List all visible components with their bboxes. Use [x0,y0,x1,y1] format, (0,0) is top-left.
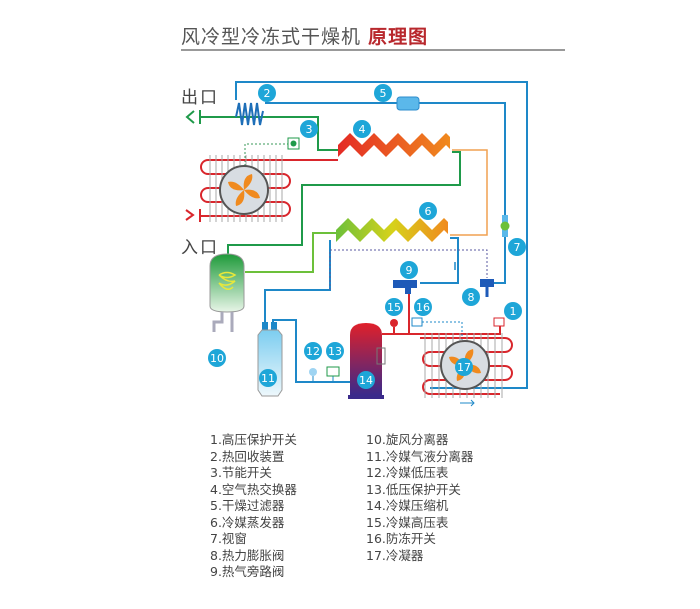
svg-text:15: 15 [387,301,401,314]
svg-text:6: 6 [425,205,432,218]
badge-13: 13 [326,342,344,360]
outlet-arrow-icon [185,110,201,124]
legend-item: 13.低压保护开关 [366,481,461,497]
badge-11: 11 [259,369,277,387]
high-pressure-gauge [390,319,398,327]
svg-text:7: 7 [514,241,521,254]
legend-item: 4.空气热交换器 [210,481,297,497]
legend-item: 16.防冻开关 [366,531,436,546]
svg-text:16: 16 [416,301,430,314]
svg-text:11: 11 [261,372,275,385]
low-pressure-switch [326,366,340,377]
badge-14: 14 [357,371,375,389]
legend-item: 15.冷媒高压表 [366,514,449,530]
page-title: 风冷型冷冻式干燥机 原理图 [181,22,428,49]
component-badges: 1 2 3 4 5 6 7 8 9 10 11 12 13 14 15 16 1… [208,84,526,389]
hot-gas-bypass-valve [393,280,417,294]
badge-5: 5 [374,84,392,102]
antifreeze-switch [411,317,423,327]
legend-left: 1.高压保护开关 2.热回收装置 3.节能开关 4.空气热交换器 5.干燥过滤器… [210,432,297,581]
svg-text:9: 9 [406,264,413,277]
legend-right: 10.旋风分离器 11.冷媒气液分离器 12.冷媒低压表 13.低压保护开关 1… [366,432,473,564]
badge-7: 7 [508,238,526,256]
fan-icon [219,165,269,215]
inlet-arrow-icon [185,209,201,222]
badge-16: 16 [414,298,432,316]
badge-3: 3 [300,120,318,138]
badge-10: 10 [208,349,226,367]
badge-12: 12 [304,342,322,360]
title-main: 风冷型冷冻式干燥机 [181,26,362,48]
orange-line [450,149,488,236]
refrigerant-evaporator [336,218,448,242]
legend-item: 5.干燥过滤器 [210,498,285,513]
badge-1: 1 [504,302,522,320]
badge-8: 8 [462,288,480,306]
badge-4: 4 [353,120,371,138]
cyclone-separator [209,253,245,332]
legend-item: 1.高压保护开关 [210,432,297,447]
title-underline [181,49,565,51]
legend-item: 9.热气旁路阀 [210,564,285,579]
legend-item: 14.冷媒压缩机 [366,498,449,513]
svg-text:17: 17 [457,361,471,374]
legend-item: 6.冷媒蒸发器 [210,514,285,530]
legend-item: 12.冷媒低压表 [366,465,449,480]
svg-text:1: 1 [510,305,517,318]
legend-item: 11.冷媒气液分离器 [366,448,474,464]
svg-text:2: 2 [264,87,271,100]
heat-recovery-coil [235,102,264,126]
svg-text:3: 3 [306,123,313,136]
air-heat-exchanger [338,133,450,157]
svg-text:12: 12 [306,345,320,358]
expansion-valve [480,279,494,297]
svg-text:5: 5 [380,87,387,100]
legend-item: 3.节能开关 [210,465,272,480]
legend-item: 2.热回收装置 [210,448,285,464]
high-pressure-switch [493,317,505,327]
title-highlight: 原理图 [368,26,429,48]
legend-item: 10.旋风分离器 [366,432,449,447]
low-pressure-gauge [309,368,317,376]
inlet-label: 入口 [181,238,219,258]
badge-9: 9 [400,261,418,279]
legend-item: 17.冷凝器 [366,547,424,563]
badge-6: 6 [419,202,437,220]
badge-17: 17 [455,358,473,376]
legend-item: 7.视窗 [210,531,247,546]
legend-item: 8.热力膨胀阀 [210,547,285,563]
dryer-filter [396,96,420,111]
svg-text:13: 13 [328,345,342,358]
outlet-label: 出口 [181,88,219,108]
svg-text:8: 8 [468,291,475,304]
badge-15: 15 [385,298,403,316]
badge-2: 2 [258,84,276,102]
svg-text:4: 4 [359,123,366,136]
sensing-line [329,249,488,290]
svg-text:10: 10 [210,352,224,365]
svg-text:14: 14 [359,374,373,387]
